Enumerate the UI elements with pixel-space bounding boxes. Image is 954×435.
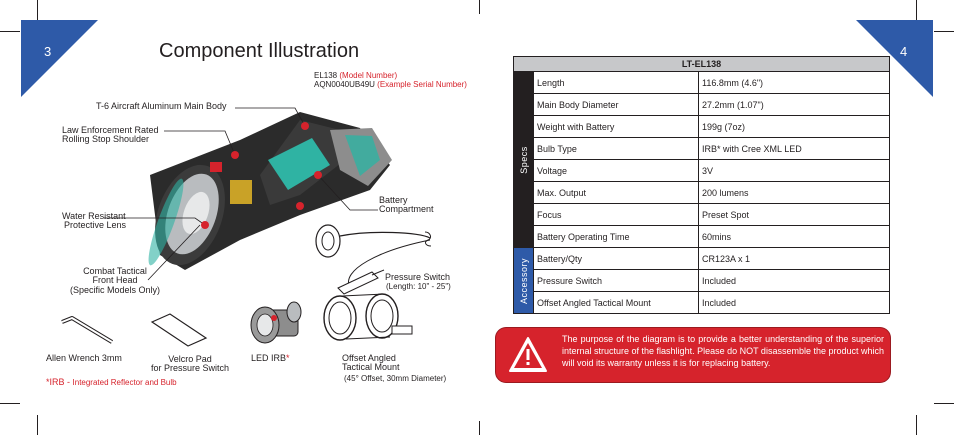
crop-mark xyxy=(479,0,480,14)
crop-mark xyxy=(934,31,954,32)
crop-mark xyxy=(916,415,917,435)
spec-value: Preset Spot xyxy=(698,203,890,226)
callout-head-line3: (Specific Models Only) xyxy=(69,285,161,295)
warning-box: The purpose of the diagram is to provide… xyxy=(496,328,890,382)
spec-value: CR123A x 1 xyxy=(698,247,890,270)
crop-mark xyxy=(479,421,480,435)
spec-name: Battery Operating Time xyxy=(533,225,699,248)
warning-text: The purpose of the diagram is to provide… xyxy=(562,334,885,368)
page-title: Component Illustration xyxy=(159,40,360,62)
label-mount-note: (45° Offset, 30mm Diameter) xyxy=(344,374,447,383)
table-row: Accessory Battery/Qty CR123A x 1 xyxy=(513,247,890,314)
warning-icon xyxy=(509,337,547,372)
label-allen-wrench: Allen Wrench 3mm xyxy=(46,353,122,363)
table-header-row: LT-EL138 xyxy=(513,56,890,72)
spec-value: 60mins xyxy=(698,225,890,248)
table-row: Offset Angled Tactical Mount Included xyxy=(514,291,890,314)
flashlight-illustration xyxy=(61,107,432,347)
spec-name: Length xyxy=(533,71,699,94)
footnote-irb: *IRB - Integrated Reflector and Bulb xyxy=(46,377,177,387)
crop-mark xyxy=(37,0,38,20)
spec-name: Weight with Battery xyxy=(533,115,699,138)
callout-shoulder-line2: Rolling Stop Shoulder xyxy=(62,134,150,144)
table-row: Voltage 3V xyxy=(514,159,890,182)
spec-value: 116.8mm (4.6") xyxy=(698,71,890,94)
callout-pressure-switch: Pressure Switch xyxy=(385,272,451,282)
spec-name: Voltage xyxy=(533,159,699,182)
crop-mark xyxy=(916,0,917,20)
table-row: Weight with Battery 199g (7oz) xyxy=(514,115,890,138)
label-velcro-line1: Velcro Pad xyxy=(168,354,212,364)
callout-lens-line1: Water Resistant xyxy=(62,211,126,221)
group-label-accessory: Accessory xyxy=(513,247,534,314)
callout-pressure-length: (Length: 10" - 25") xyxy=(386,282,451,291)
table-row: Battery Operating Time 60mins xyxy=(514,225,890,248)
callout-lens-line2: Protective Lens xyxy=(64,220,127,230)
serial-number: AQN0040UB49U (Example Serial Number) xyxy=(314,80,467,89)
crop-mark xyxy=(934,403,954,404)
group-label-specs: Specs xyxy=(513,71,534,248)
spec-value: IRB* with Cree XML LED xyxy=(698,137,890,160)
spec-value: Included xyxy=(698,291,890,314)
model-number: EL138 (Model Number) xyxy=(314,71,398,80)
table-row: Specs Length 116.8mm (4.6") xyxy=(513,71,890,248)
spec-value: 3V xyxy=(698,159,890,182)
callout-battery-line1: Battery xyxy=(379,195,408,205)
label-led-irb: LED IRB* xyxy=(251,353,290,363)
table-row: Max. Output 200 lumens xyxy=(514,181,890,204)
spec-name: Main Body Diameter xyxy=(533,93,699,116)
callout-head-line1: Combat Tactical xyxy=(83,266,147,276)
page-number-right: 4 xyxy=(900,44,908,59)
spec-value: 200 lumens xyxy=(698,181,890,204)
spec-name: Offset Angled Tactical Mount xyxy=(533,291,699,314)
label-velcro-line2: for Pressure Switch xyxy=(150,363,230,373)
page-number-left: 3 xyxy=(44,44,52,59)
spec-name: Pressure Switch xyxy=(533,269,699,292)
spec-value: 199g (7oz) xyxy=(698,115,890,138)
table-row: Focus Preset Spot xyxy=(514,203,890,226)
table-row: Main Body Diameter 27.2mm (1.07") xyxy=(514,93,890,116)
spec-name: Bulb Type xyxy=(533,137,699,160)
label-mount-line2: Tactical Mount xyxy=(342,362,400,372)
spec-value: Included xyxy=(698,269,890,292)
crop-mark xyxy=(0,403,20,404)
crop-mark xyxy=(37,415,38,435)
pressure-switch-drawing xyxy=(315,224,432,295)
spec-name: Focus xyxy=(533,203,699,226)
flashlight-cutaway xyxy=(148,112,392,270)
spec-name: Battery/Qty xyxy=(533,247,699,270)
callout-shoulder-line1: Law Enforcement Rated xyxy=(62,125,159,135)
callout-battery-line2: Compartment xyxy=(379,204,434,214)
allen-wrench-drawing xyxy=(61,316,114,344)
crop-mark xyxy=(0,31,20,32)
velcro-pad-drawing xyxy=(150,313,208,347)
label-mount-line1: Offset Angled xyxy=(342,353,396,363)
spec-name: Max. Output xyxy=(533,181,699,204)
led-irb-drawing xyxy=(250,301,302,344)
spec-table: LT-EL138 Specs Length 116.8mm (4.6") Mai… xyxy=(513,56,890,314)
spec-value: 27.2mm (1.07") xyxy=(698,93,890,116)
offset-mount-drawing xyxy=(323,293,413,341)
table-row: Pressure Switch Included xyxy=(514,269,890,292)
table-header: LT-EL138 xyxy=(513,56,890,72)
callout-main-body: T-6 Aircraft Aluminum Main Body xyxy=(96,101,227,111)
table-row: Bulb Type IRB* with Cree XML LED xyxy=(514,137,890,160)
callout-head-line2: Front Head xyxy=(92,275,138,285)
